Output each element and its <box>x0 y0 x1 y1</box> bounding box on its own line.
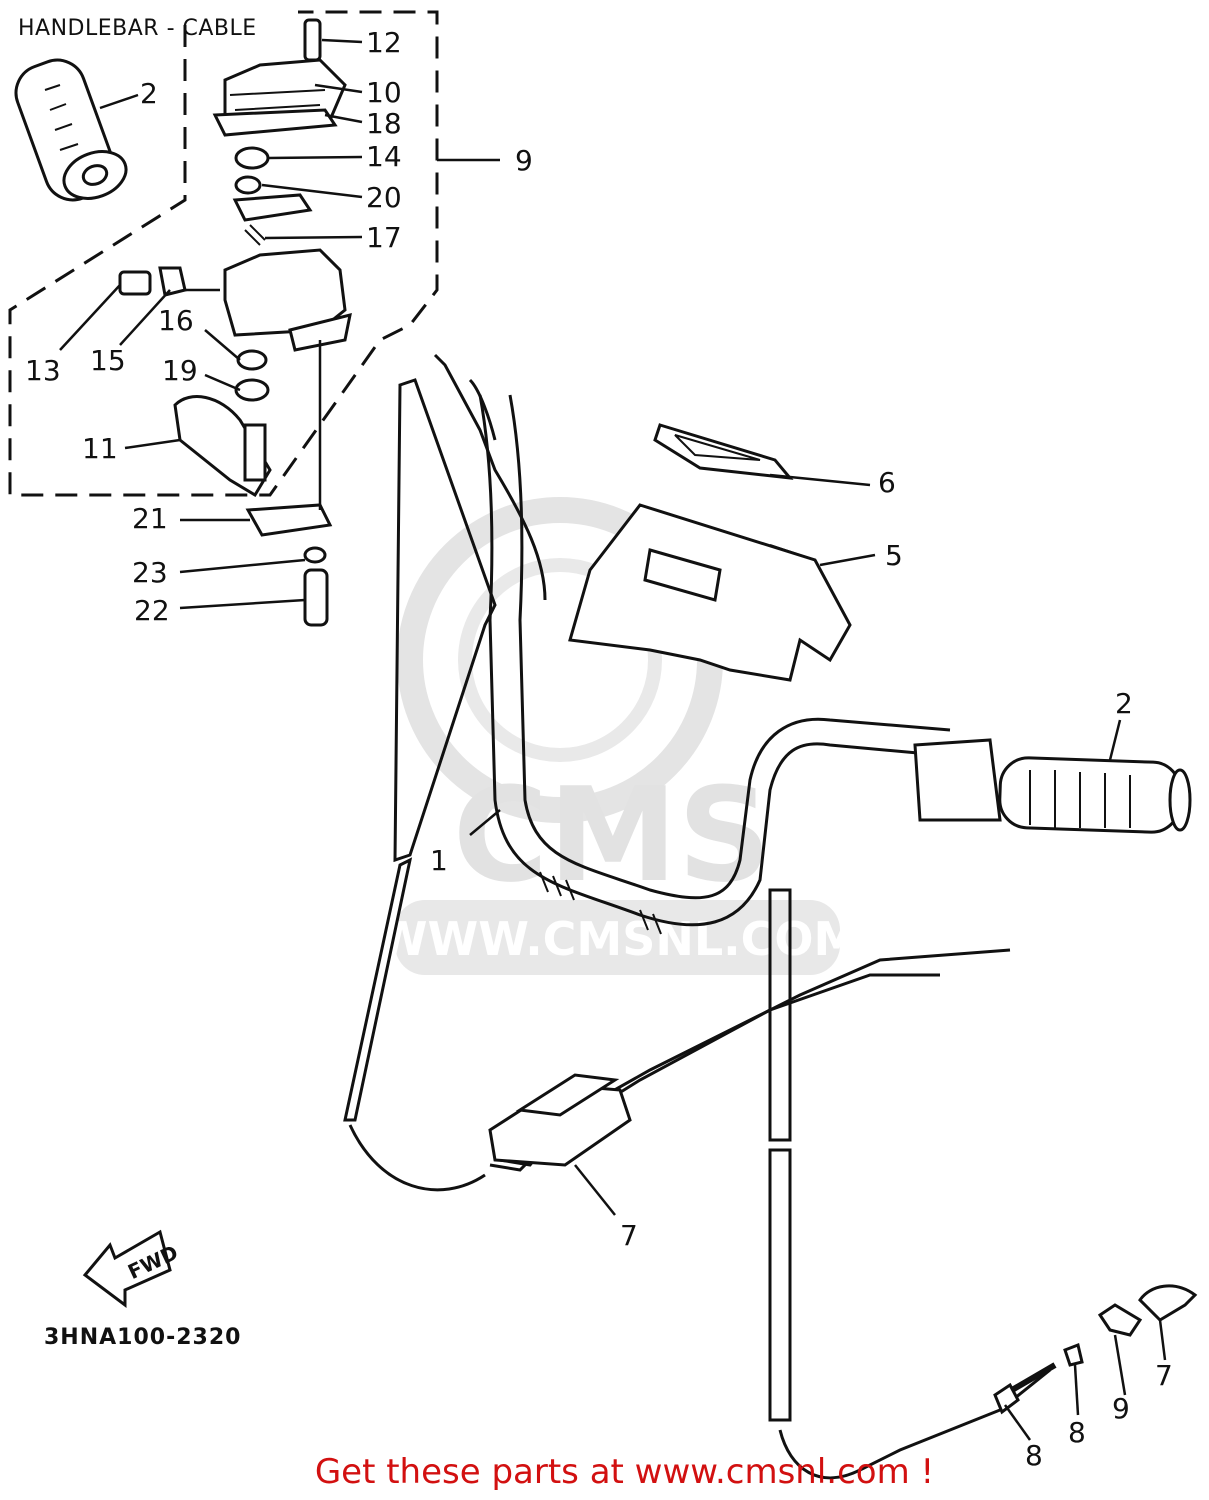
part-label-19: 18 <box>366 107 402 140</box>
leader-lines <box>59 38 1167 1441</box>
part-label-7: 7 <box>1155 1359 1173 1392</box>
part-label-13: 12 <box>366 26 402 59</box>
part-label-14: 13 <box>25 354 61 387</box>
part-label-5: 7 <box>620 1219 638 1252</box>
part-label-2-left: 2 <box>140 77 158 110</box>
diagram-title: HANDLEBAR - CABLE <box>18 16 257 41</box>
part-labels: 12 10 18 14 20 17 9 2 13 15 16 19 11 21 … <box>25 26 1173 1472</box>
part-label-9: 9 <box>1112 1392 1130 1425</box>
right-grip <box>913 738 1192 834</box>
watermark-url: WWW.CMSNL.COM <box>377 912 860 966</box>
part-label-18: 17 <box>366 221 402 254</box>
switch-box <box>488 1073 632 1167</box>
footer-text[interactable]: Get these parts at www.cmsnl.com ! <box>314 1452 935 1492</box>
part-label-22: 21 <box>132 502 168 535</box>
part-label-24: 23 <box>132 556 168 589</box>
throttle-assembly-box <box>8 10 439 497</box>
adjuster-parts <box>993 1284 1198 1415</box>
part-label-12: 11 <box>82 432 118 465</box>
drawing-code: 3HNA100-2320 <box>44 1325 242 1350</box>
watermark: CMS WWW.CMSNL.COM <box>377 497 860 975</box>
part-label-15: 14 <box>366 140 402 173</box>
part-label-6: 8 <box>1025 1439 1043 1472</box>
footer-link[interactable]: Get these parts at www.cmsnl.com ! <box>0 1452 1209 1492</box>
part-label-17: 16 <box>158 304 194 337</box>
part-label-4: 6 <box>878 466 896 499</box>
throttle-housing <box>118 18 352 627</box>
fwd-arrow: FWD <box>82 1229 182 1308</box>
part-label-11: 10 <box>366 76 402 109</box>
part-label-2-right: 2 <box>1115 687 1133 720</box>
part-label-16: 15 <box>90 344 126 377</box>
part-label-1: 1 <box>430 844 448 877</box>
part-label-23: 22 <box>134 594 170 627</box>
part-label-3: 5 <box>885 539 903 572</box>
part-label-20: 19 <box>162 354 198 387</box>
handlebar-cover <box>568 423 852 682</box>
left-grip <box>14 58 128 202</box>
watermark-brand: CMS <box>453 759 771 911</box>
part-label-8-visible: 8 <box>1068 1416 1086 1449</box>
part-label-21: 20 <box>366 181 402 214</box>
part-label-10: 9 <box>515 144 533 177</box>
